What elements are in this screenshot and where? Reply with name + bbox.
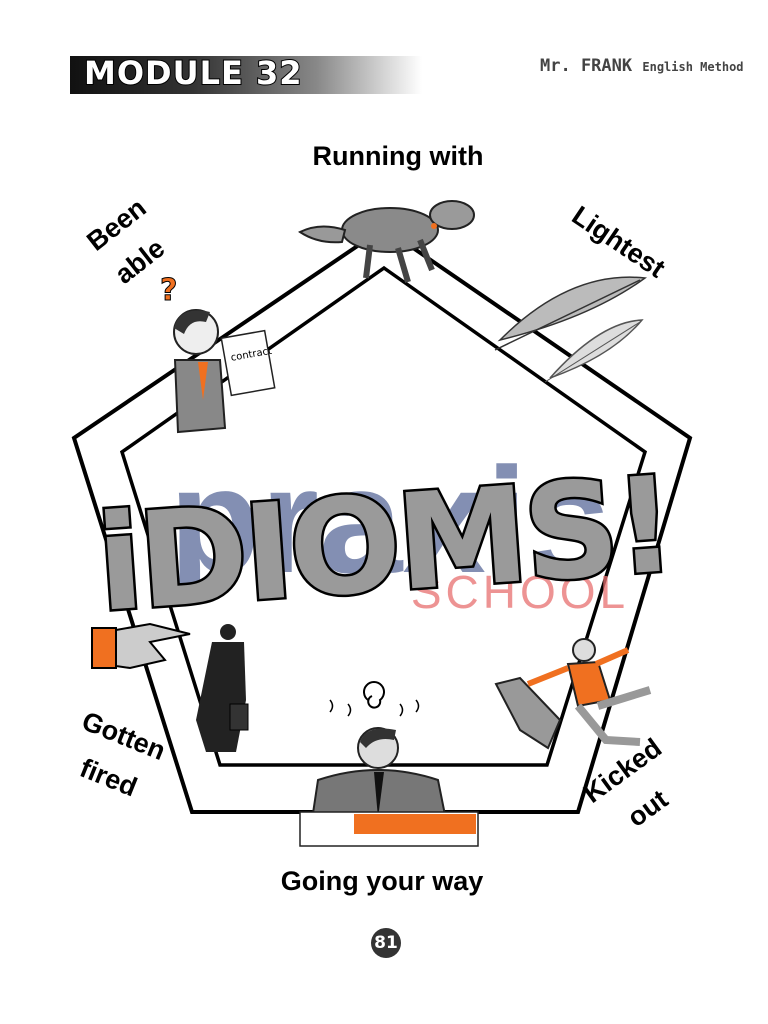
idiom-running-with: Running with xyxy=(313,141,484,171)
module-title: MODULE 32 xyxy=(83,53,303,93)
idiom-going-your-way: Going your way xyxy=(281,866,484,896)
stressed-man-illustration xyxy=(299,681,479,847)
feathers-illustration xyxy=(494,276,648,383)
question-mark: ? xyxy=(160,273,177,308)
watermark-school: SCHOOL xyxy=(411,566,629,618)
brand-label: Mr. FRANK English Method xyxy=(540,56,744,76)
header-gradient-bar xyxy=(70,56,422,94)
idiom-fired: fired xyxy=(76,753,141,803)
watermark-praxis: praxis xyxy=(169,436,611,604)
pointing-hand-illustration xyxy=(91,622,191,670)
dog-illustration xyxy=(298,200,475,283)
brand-name: Mr. FRANK xyxy=(540,56,633,76)
brand-subtitle: English Method xyxy=(642,60,744,74)
idiom-out: out xyxy=(622,784,674,833)
kicked-man-illustration xyxy=(494,638,652,750)
fired-man-illustration xyxy=(196,624,249,752)
idiom-lightest: Lightest xyxy=(567,200,671,284)
man-with-contract-illustration: ? contract xyxy=(160,273,276,434)
watermark: praxis SCHOOL xyxy=(169,436,629,618)
page-number: 81 xyxy=(371,928,401,958)
